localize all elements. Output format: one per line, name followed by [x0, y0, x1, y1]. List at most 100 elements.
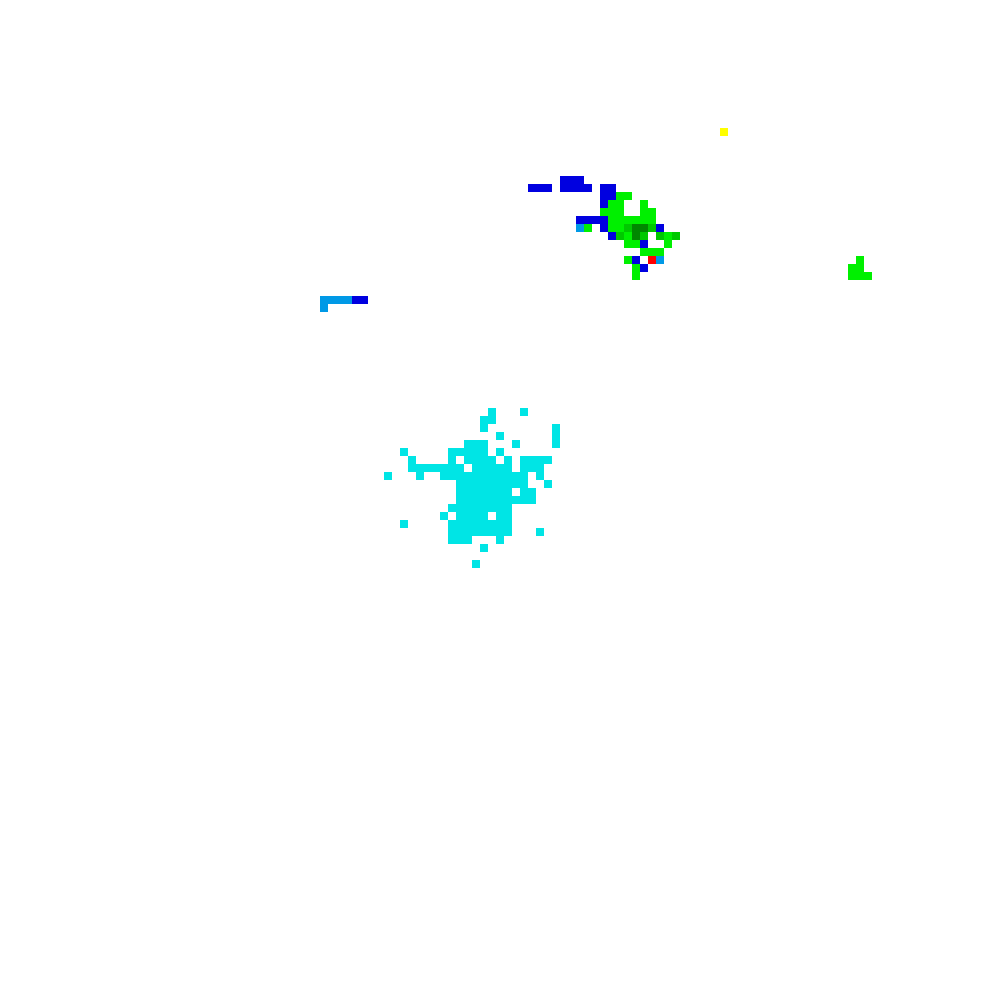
cyan-cluster-cell	[472, 472, 480, 480]
sky-cluster-cell	[576, 224, 584, 232]
cyan-cluster-cell	[456, 496, 464, 504]
sky-cluster-cell	[656, 256, 664, 264]
lime-cluster-cell	[584, 224, 592, 232]
lime-cluster-cell	[624, 192, 632, 200]
red-cluster	[648, 256, 656, 264]
blue-cluster-cell	[640, 264, 648, 272]
cyan-cluster-cell	[456, 536, 464, 544]
cyan-cluster-cell	[488, 520, 496, 528]
cyan-cluster-cell	[472, 520, 480, 528]
lime-cluster-cell	[608, 224, 616, 232]
cyan-cluster-cell	[464, 440, 472, 448]
lime-cluster-cell	[624, 232, 632, 240]
blue-cluster-cell	[600, 192, 608, 200]
cyan-cluster-cell	[456, 520, 464, 528]
lime-cluster-cell	[632, 216, 640, 224]
cyan-cluster-cell	[528, 488, 536, 496]
cyan-cluster-cell	[456, 504, 464, 512]
blue-cluster-cell	[544, 184, 552, 192]
lime-cluster-cell	[616, 200, 624, 208]
cyan-cluster-cell	[464, 520, 472, 528]
cyan-cluster-cell	[408, 464, 416, 472]
cyan-cluster-cell	[464, 448, 472, 456]
cyan-cluster-cell	[408, 456, 416, 464]
cyan-cluster-cell	[496, 480, 504, 488]
blue-cluster-cell	[584, 216, 592, 224]
lime-cluster-cell	[616, 208, 624, 216]
cyan-cluster-cell	[488, 528, 496, 536]
cyan-cluster-cell	[488, 472, 496, 480]
lime-cluster-cell	[640, 200, 648, 208]
blue-cluster-cell	[560, 176, 568, 184]
cyan-cluster-cell	[464, 512, 472, 520]
blue-cluster-cell	[536, 184, 544, 192]
cyan-cluster-cell	[472, 464, 480, 472]
sky-cluster	[320, 224, 664, 312]
cyan-cluster-cell	[504, 456, 512, 464]
sky-cluster-cell	[336, 296, 344, 304]
cyan-cluster-cell	[496, 472, 504, 480]
lime-cluster-cell	[608, 200, 616, 208]
lime-cluster-cell	[856, 272, 864, 280]
lime-cluster-cell	[632, 240, 640, 248]
lime-cluster-cell	[648, 248, 656, 256]
blue-cluster-cell	[352, 296, 360, 304]
cyan-cluster-cell	[520, 488, 528, 496]
cyan-cluster-cell	[536, 528, 544, 536]
blue-cluster-cell	[560, 184, 568, 192]
blue-cluster-cell	[568, 176, 576, 184]
lime-cluster-cell	[640, 248, 648, 256]
green-dark-cluster-cell	[632, 224, 640, 232]
cyan-cluster-cell	[496, 488, 504, 496]
blue-cluster-cell	[360, 296, 368, 304]
cyan-cluster-cell	[480, 480, 488, 488]
cyan-cluster-cell	[552, 424, 560, 432]
blue-cluster-cell	[600, 224, 608, 232]
cyan-cluster-cell	[512, 496, 520, 504]
cyan-cluster-cell	[480, 472, 488, 480]
blue-cluster-cell	[600, 200, 608, 208]
cyan-cluster-cell	[504, 504, 512, 512]
lime-cluster-cell	[648, 208, 656, 216]
cyan-cluster-cell	[528, 456, 536, 464]
cyan-cluster-cell	[456, 512, 464, 520]
cyan-cluster-cell	[440, 512, 448, 520]
blue-cluster-cell	[592, 216, 600, 224]
cyan-cluster-cell	[456, 528, 464, 536]
blue-cluster-cell	[600, 184, 608, 192]
cyan-cluster-cell	[472, 488, 480, 496]
cyan-cluster-cell	[528, 464, 536, 472]
cyan-cluster-cell	[504, 512, 512, 520]
blue-cluster-cell	[584, 184, 592, 192]
cyan-cluster-cell	[488, 408, 496, 416]
cyan-cluster-cell	[512, 440, 520, 448]
lime-cluster-cell	[640, 216, 648, 224]
cyan-cluster	[384, 408, 560, 568]
cyan-cluster-cell	[496, 448, 504, 456]
cyan-cluster-cell	[464, 488, 472, 496]
blue-cluster-cell	[608, 232, 616, 240]
cyan-cluster-cell	[440, 472, 448, 480]
lime-cluster-cell	[632, 264, 640, 272]
cyan-cluster-cell	[448, 472, 456, 480]
cyan-cluster-cell	[480, 496, 488, 504]
blue-cluster-cell	[528, 184, 536, 192]
cyan-cluster-cell	[504, 472, 512, 480]
cyan-cluster-cell	[536, 464, 544, 472]
cyan-cluster-cell	[536, 472, 544, 480]
cyan-cluster-cell	[472, 440, 480, 448]
cyan-cluster-cell	[472, 456, 480, 464]
lime-cluster-cell	[624, 240, 632, 248]
blue-cluster-cell	[632, 256, 640, 264]
cyan-cluster-cell	[512, 480, 520, 488]
cyan-cluster-cell	[520, 464, 528, 472]
lime-cluster-cell	[864, 272, 872, 280]
cyan-cluster-cell	[480, 416, 488, 424]
cyan-cluster-cell	[496, 536, 504, 544]
cyan-cluster-cell	[520, 496, 528, 504]
lime-cluster-cell	[616, 216, 624, 224]
cyan-cluster-cell	[480, 504, 488, 512]
cyan-cluster-cell	[544, 480, 552, 488]
cyan-cluster-cell	[480, 456, 488, 464]
